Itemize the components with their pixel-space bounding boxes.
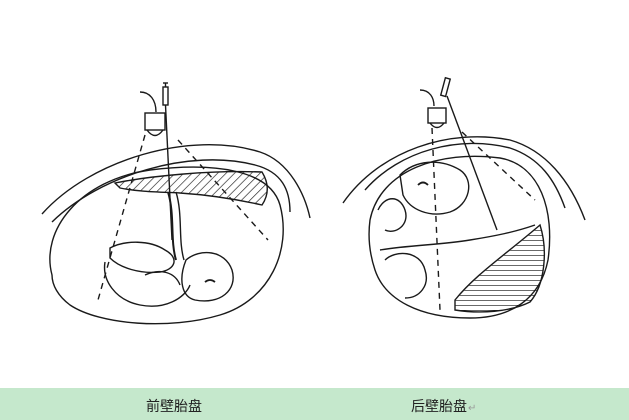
ultrasound-probe-icon: [427, 107, 447, 124]
probe-cable-icon: [139, 91, 157, 113]
return-mark-icon: ↵: [468, 403, 477, 414]
ultrasound-probe-icon: [144, 112, 166, 131]
posterior-placenta-label: 后壁胎盘↵: [411, 399, 477, 415]
posterior-placenta-panel: [342, 76, 586, 319]
caption-band: [0, 388, 629, 420]
placenta-diagram: [41, 76, 586, 325]
probe-cable-icon: [419, 89, 435, 107]
fetus-head: [399, 161, 470, 215]
anterior-placenta-label: 前壁胎盘: [146, 399, 202, 415]
syringe-icon: [439, 76, 452, 98]
needle: [446, 95, 498, 231]
anterior-placenta-panel: [41, 82, 311, 325]
syringe-icon: [162, 86, 169, 106]
fetus-head: [181, 251, 234, 302]
